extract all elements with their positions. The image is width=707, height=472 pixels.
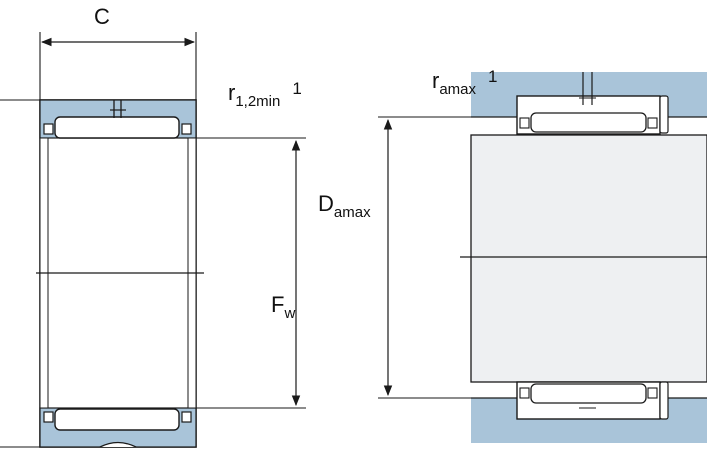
dimension-c [39, 32, 197, 100]
left-bearing-section [0, 99, 204, 448]
mounted-needle-top [530, 112, 647, 133]
label-damax: Damax [318, 191, 371, 221]
mounted-needle-bottom [530, 383, 647, 404]
label-fw: Fw [271, 292, 296, 322]
retaining-ring-top [659, 95, 669, 134]
right-mounting-section [460, 72, 707, 443]
label-r12min: r1,2min1 [228, 79, 302, 110]
label-ramax: ramax1 [432, 67, 498, 98]
left-cage-bottom-l [43, 411, 54, 423]
retaining-ring-bottom [659, 381, 669, 420]
left-cage-top-l [43, 123, 54, 135]
left-needle-bottom [54, 408, 180, 431]
left-groove-bottom [99, 441, 137, 448]
left-needle-top [54, 116, 180, 139]
shaft [470, 134, 707, 383]
label-c: C [94, 4, 110, 29]
left-cage-bottom-r [181, 411, 192, 423]
dimension-damax [378, 116, 471, 399]
dimension-fw [196, 137, 306, 409]
left-cage-top-r [181, 123, 192, 135]
